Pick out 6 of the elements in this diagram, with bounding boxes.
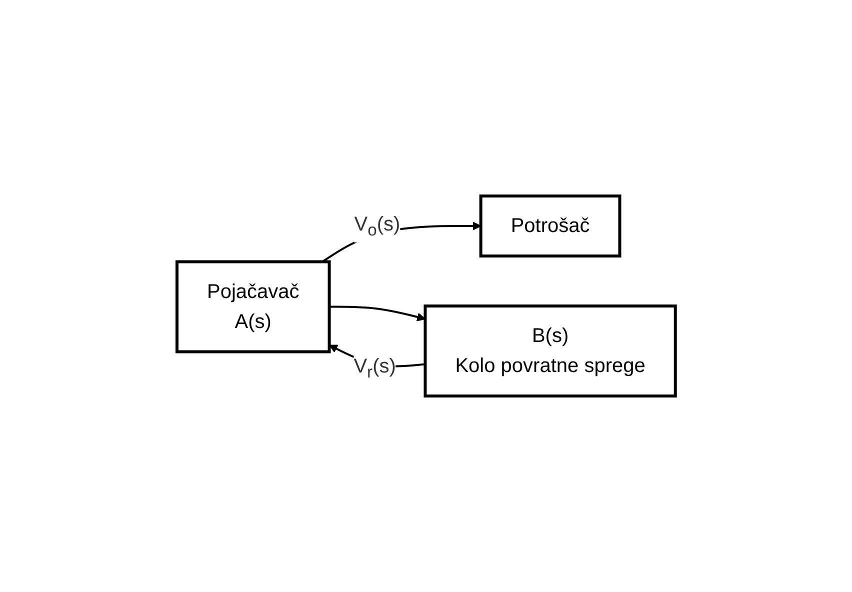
edge-label: V$_{r}$(s) [354, 356, 396, 382]
arrow [329, 306, 426, 322]
node-box: Potrošač [479, 194, 622, 258]
node-box: Pojačavač A(s) [175, 260, 331, 354]
edge-label: V$_{o}$(s) [354, 214, 400, 240]
node-box: B(s) Kolo povratne sprege [424, 304, 677, 398]
